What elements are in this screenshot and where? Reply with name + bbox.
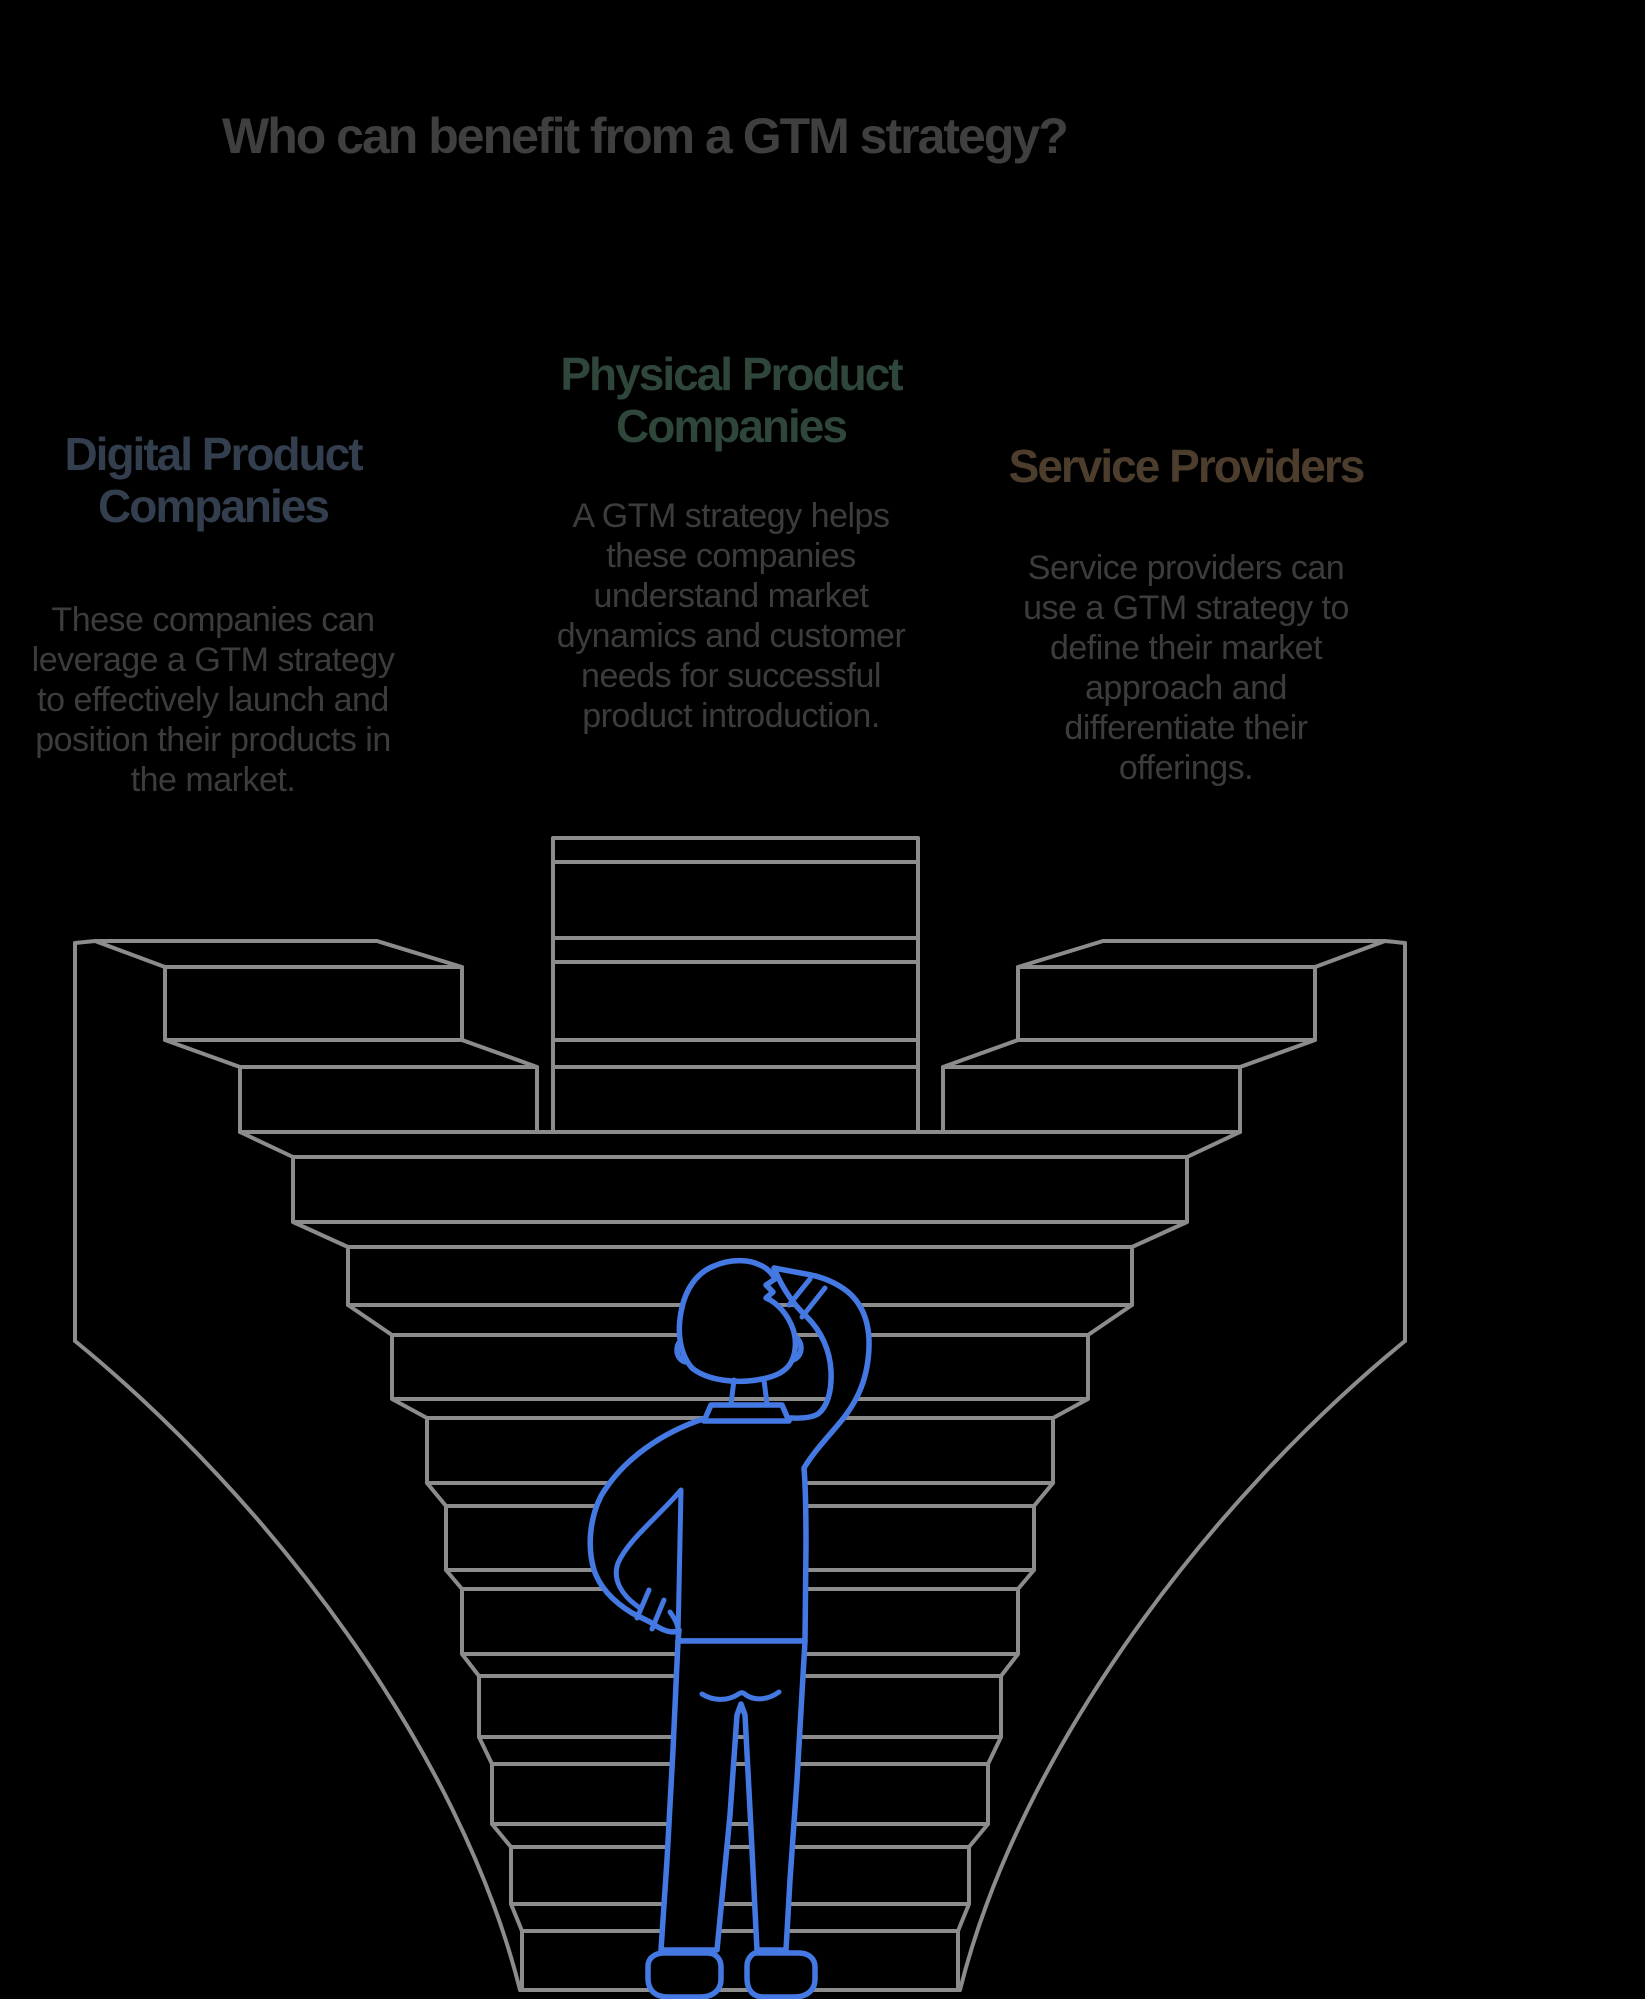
left-block: [73, 939, 539, 1992]
heading-digital-product: Digital Product Companies: [64, 428, 363, 532]
body-digital-product: These companies can leverage a GTM strat…: [31, 601, 395, 799]
person-pants: [658, 1638, 808, 1953]
heading-service-providers: Service Providers: [1008, 440, 1366, 492]
person-left-arm-inner: [613, 1487, 684, 1642]
heading-physical-product: Physical Product Companies: [560, 348, 903, 452]
person-figure: [587, 1257, 872, 1999]
person-right-cuff: [786, 1276, 828, 1320]
person-left-shoe: [645, 1950, 724, 1999]
right-block: [941, 939, 1407, 1992]
person-hip-seam: [699, 1689, 782, 1702]
person-body: [587, 1265, 872, 1644]
person-head: [676, 1257, 799, 1385]
person-left-cuff: [634, 1587, 667, 1632]
body-service-providers: Service providers can use a GTM strategy…: [1023, 549, 1349, 787]
person-hand-on-hip: [667, 1609, 681, 1637]
tower-block: [551, 836, 920, 1134]
person-collar: [701, 1402, 792, 1424]
person-neck: [728, 1377, 770, 1407]
staircase-lines: [73, 836, 1407, 1992]
body-physical-product: A GTM strategy helps these companies und…: [556, 497, 906, 735]
page-title: Who can benefit from a GTM strategy?: [222, 108, 1069, 164]
person-right-shoe: [744, 1950, 818, 1999]
